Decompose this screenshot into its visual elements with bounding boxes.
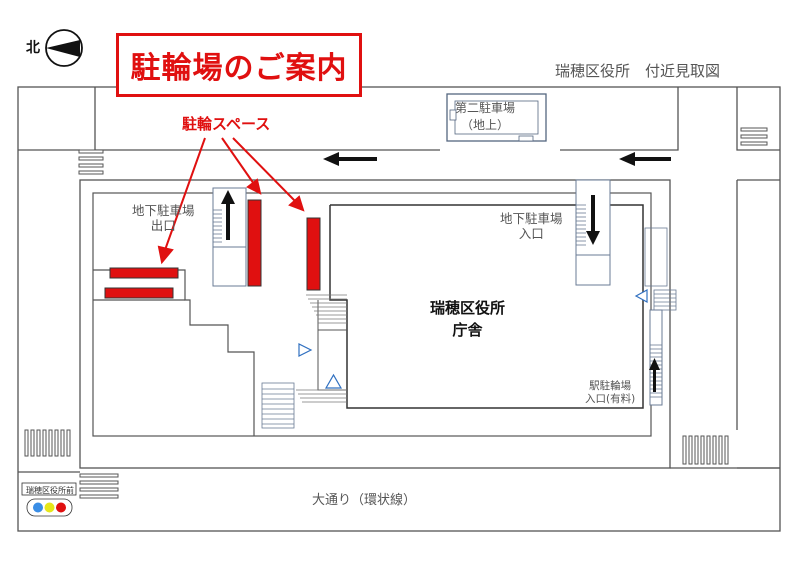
crosswalk-right (740, 127, 768, 146)
underground-entry-label: 地下駐車場 入口 (500, 211, 563, 241)
ramp-entry-stripes (576, 204, 586, 246)
underground-exit-label: 地下駐車場 出口 (132, 203, 195, 233)
traffic-light-blue (33, 502, 43, 513)
bike-spaces (104, 199, 321, 299)
entrance-markers (298, 288, 648, 389)
traffic-light-red (56, 502, 66, 513)
page-title: 駐輪場のご案内 (130, 51, 348, 86)
traffic-arrow-left-2 (619, 152, 671, 166)
bike-space-2 (104, 287, 174, 299)
entry-arrow-down (586, 195, 600, 245)
bike-space-label: 駐輪スペース (182, 115, 271, 133)
stairs-bottom (261, 382, 295, 429)
office-label: 瑞穂区役所 庁舎 (430, 297, 505, 341)
crosswalk-left (78, 149, 104, 175)
parking-lot-2-label: 第二駐車場 （地上） (455, 100, 515, 134)
bus-stop-sign (21, 482, 77, 517)
avenue-label: 大通り（環状線） (312, 493, 417, 508)
exit-arrow-up (221, 190, 235, 240)
underground-exit-line2: 出口 (150, 218, 176, 233)
stairs-grey (296, 294, 347, 403)
parking-lot-2-line1: 第二駐車場 (455, 101, 516, 115)
stairs-right (644, 227, 677, 311)
bike-space-4 (306, 217, 321, 291)
map-subtitle: 瑞穂区役所 付近見取図 (555, 62, 721, 80)
bike-space-3 (247, 199, 262, 287)
north-label: 北 (26, 40, 40, 56)
bike-pointer-arrows (157, 137, 305, 265)
parking-lot-2 (446, 93, 547, 142)
parking-lot-2-line2: （地上） (461, 118, 510, 132)
traffic-light-yellow (44, 502, 55, 513)
station-bike-label: 駅駐輪場 入口(有料) (585, 380, 635, 406)
station-bike-line2: 入口(有料) (585, 393, 636, 405)
underground-entry-line2: 入口 (518, 226, 544, 241)
office-line1: 瑞穂区役所 (430, 299, 506, 317)
traffic-arrow-left-1 (323, 152, 377, 166)
underground-entry-line1: 地下駐車場 (500, 211, 563, 226)
title-box: 駐輪場のご案内 (116, 33, 362, 97)
office-line2: 庁舎 (452, 321, 483, 339)
north-compass-icon (45, 29, 83, 67)
underground-exit-line1: 地下駐車場 (132, 203, 195, 218)
crosswalk-bottom-right (682, 435, 729, 465)
station-bike-line1: 駅駐輪場 (589, 380, 632, 392)
ramp-exit-stripes (213, 209, 222, 243)
station-arrow-up (649, 358, 660, 392)
crosswalk-bottom (79, 473, 119, 499)
bike-space-1 (109, 267, 179, 279)
bus-stop-label: 瑞穂区役所前 (26, 486, 74, 495)
crosswalk-bottom-left (24, 429, 71, 457)
